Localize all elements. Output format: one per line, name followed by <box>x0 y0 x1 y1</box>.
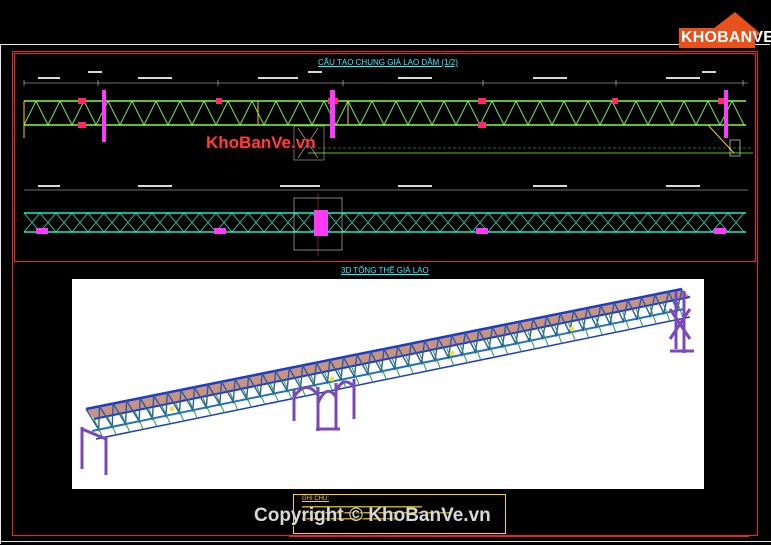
logo <box>679 12 761 48</box>
elevation-frame <box>14 53 756 262</box>
title-block-edge <box>289 536 749 540</box>
truss-plan-view <box>23 185 748 256</box>
notes-box <box>293 494 506 534</box>
watermark-copyright: Copyright © KhoBanVe.vn <box>254 505 491 526</box>
truss-3d-render <box>80 287 694 475</box>
sheet-border <box>0 44 770 544</box>
watermark-middle: KhoBanVe.vn <box>206 133 316 152</box>
sheet-bottom-line <box>0 541 771 542</box>
render-3d-viewport <box>72 279 704 489</box>
drawing-title: CẤU TẠO CHUNG GIÁ LAO DẦM (1/2) <box>318 58 458 67</box>
logo-text: KHOBANVE <box>681 29 771 46</box>
notes-title: GHI CHÚ: <box>302 496 329 502</box>
view3d-title: 3D TỔNG THỂ GIÁ LAO <box>341 266 429 275</box>
truss-elevation-view <box>23 71 753 161</box>
notes-lines <box>302 506 452 520</box>
drawing-frame <box>12 51 758 536</box>
